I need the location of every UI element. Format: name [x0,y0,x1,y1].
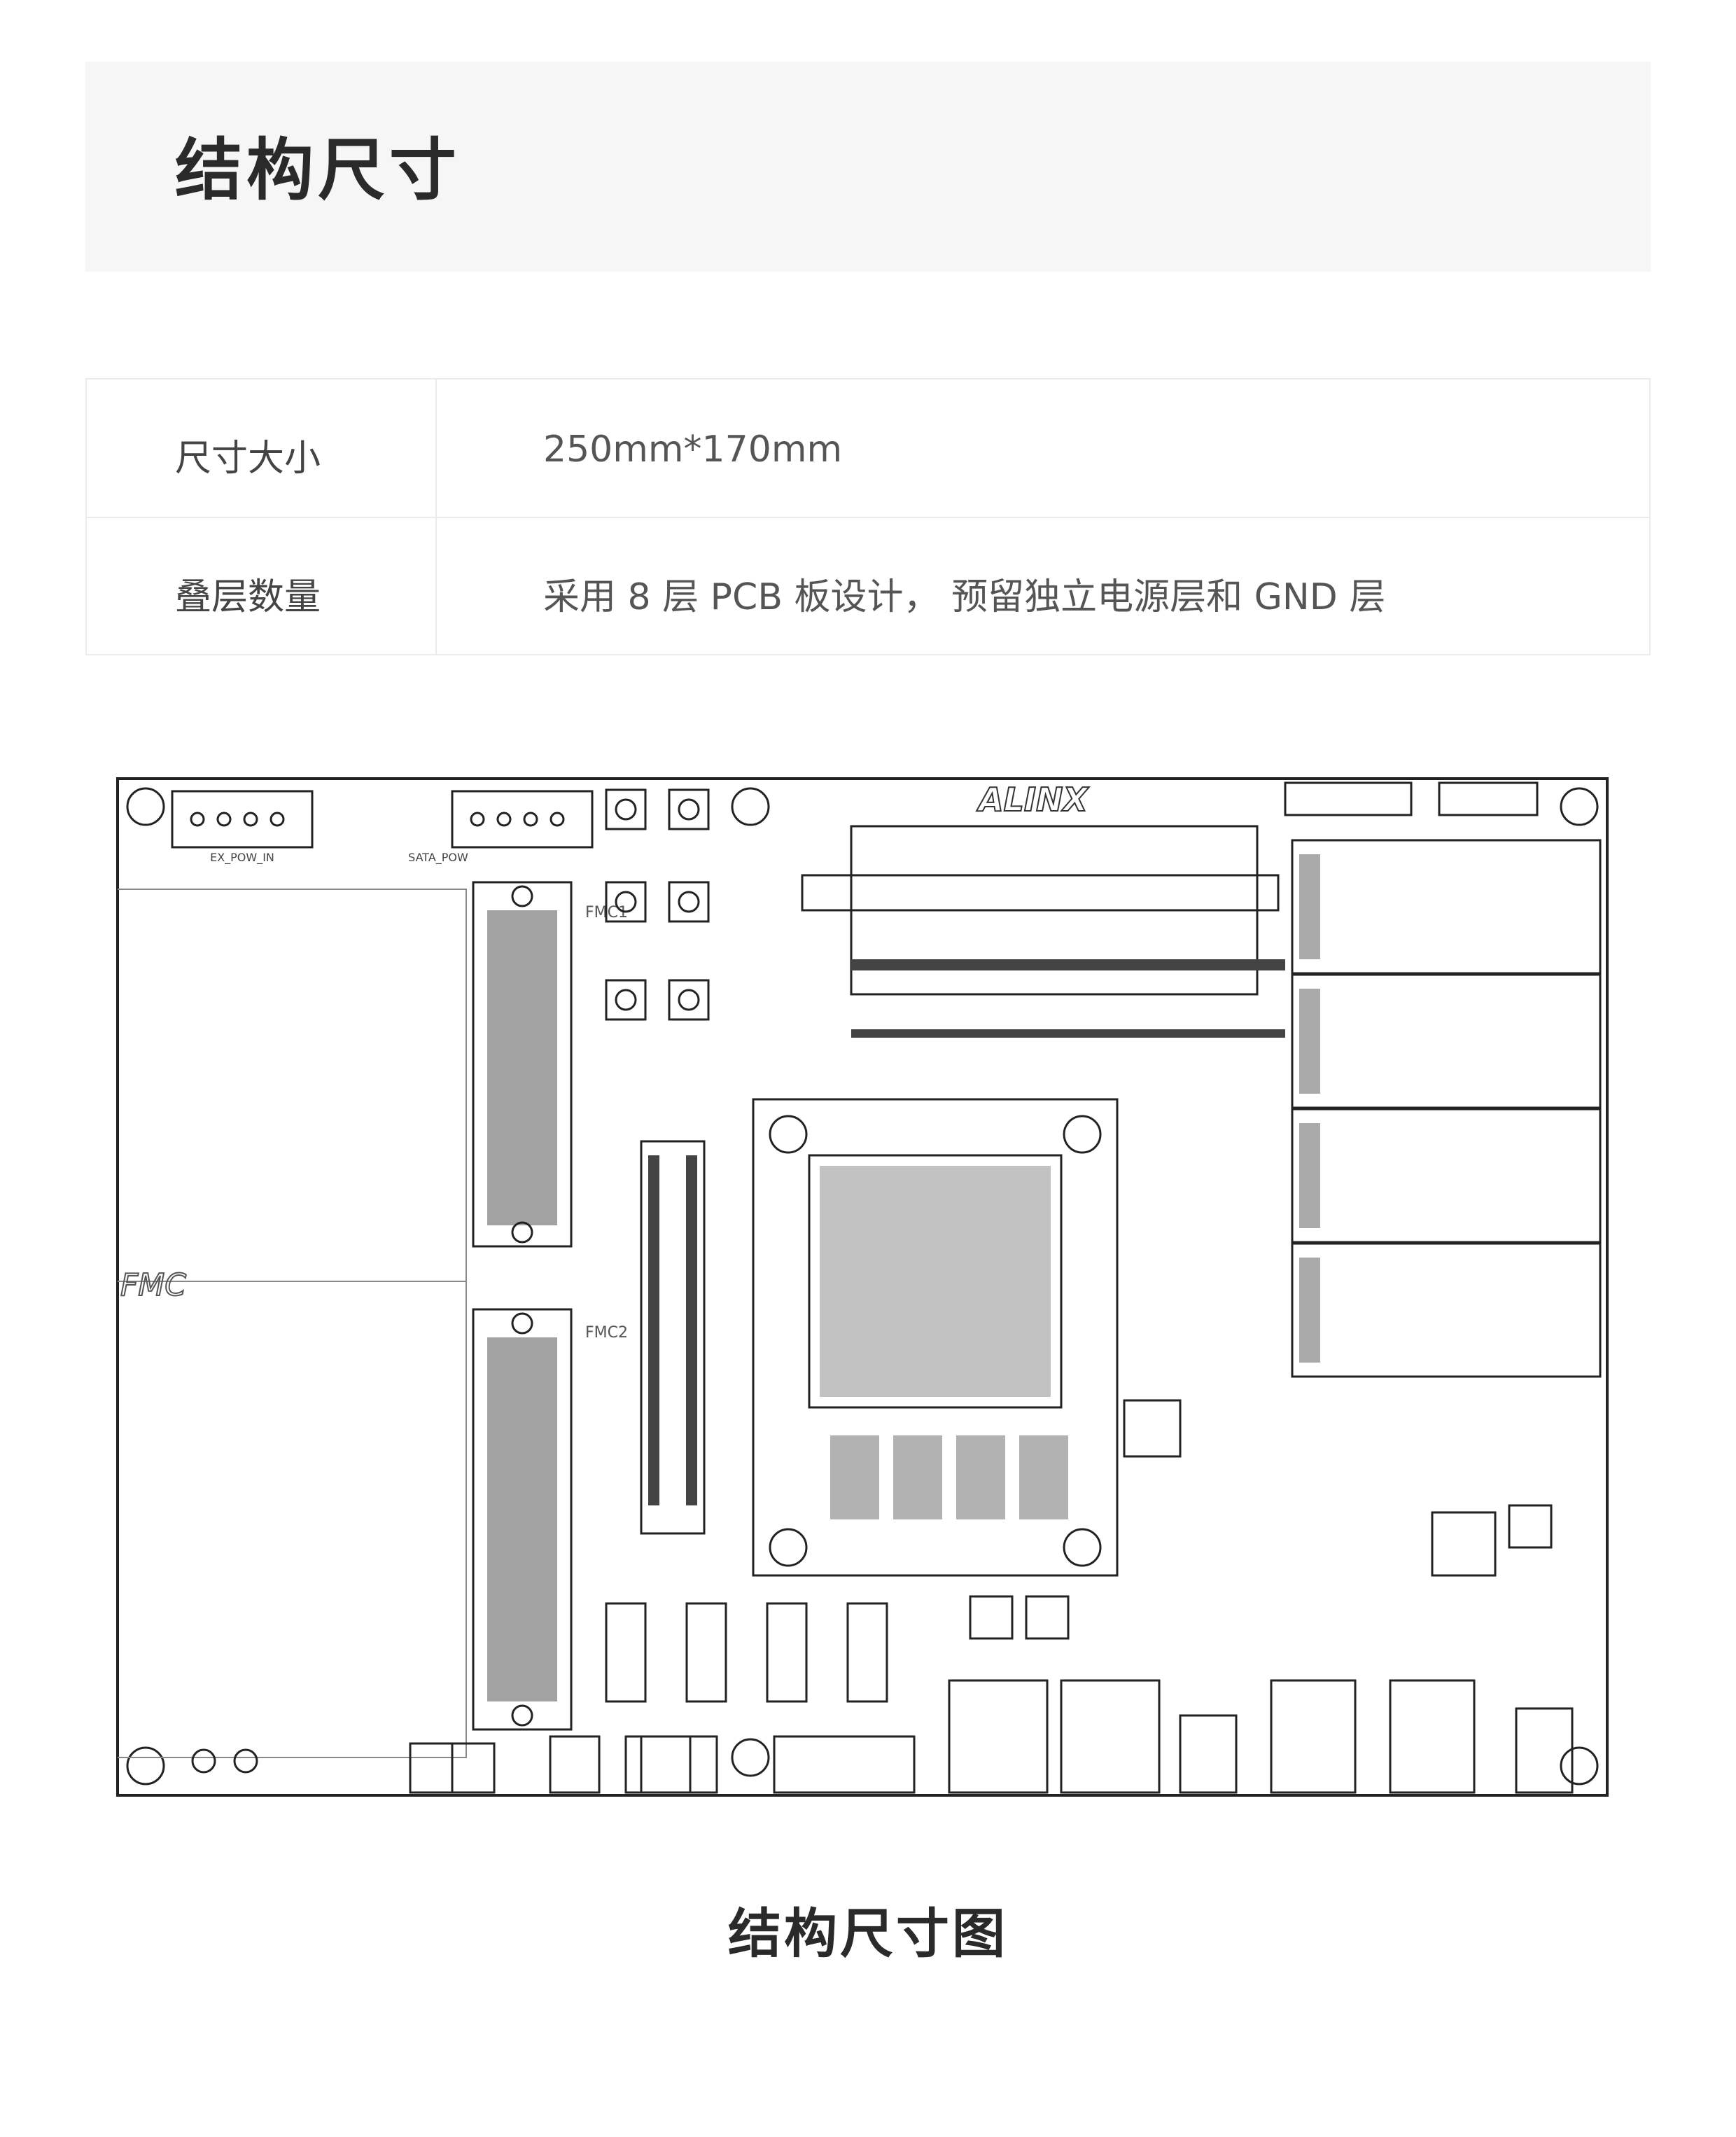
fmc2-label: FMC2 [585,1324,628,1342]
sodimm-slot [801,825,1285,1038]
sata-pow-label: SATA_POW [408,851,468,865]
fmc2-connector: FMC2 [472,1308,628,1731]
fmc1-connector: FMC1 [472,881,628,1248]
spec-label-size: 尺寸大小 [175,438,321,480]
sma-connectors [605,788,710,1021]
page-title: 结构尺寸 [175,131,461,209]
ic-chip [1431,1511,1497,1577]
diagram-caption: 结构尺寸图 [728,1902,1008,1965]
fmc-cutout [118,889,467,1758]
alinx-logo: ALINX [976,781,1090,819]
mounting-hole [731,787,770,826]
ic-chip [1025,1595,1070,1640]
fpga-module [752,1098,1119,1577]
ic-chip [969,1595,1014,1640]
board-outline [116,777,1609,1797]
board-outline-diagram: EX_POW_IN SATA_POW FMC FMC1 FMC2 ALINX [116,777,1609,1797]
spec-value-layers: 采用 8 层 PCB 板设计， 预留独立电源层和 GND 层 [543,576,1386,618]
m2-slot [640,1140,706,1535]
ex-pow-connector: EX_POW_IN [171,790,314,865]
fpc-connector [1438,781,1539,816]
header-band [85,62,1651,272]
spec-value-size: 250mm*170mm [543,429,843,471]
mounting-hole [1560,1746,1599,1786]
ex-pow-label: EX_POW_IN [210,851,274,865]
sfp-cages [1291,839,1602,1378]
fmc-logo: FMC [120,1267,186,1303]
ic-chip [1508,1504,1553,1549]
ic-chip [1123,1399,1182,1458]
bottom-connectors [191,1602,1574,1794]
spec-table: 尺寸大小 250mm*170mm 叠层数量 采用 8 层 PCB 板设计， 预留… [85,378,1651,655]
mounting-hole [1560,787,1599,826]
mounting-hole [126,1746,165,1786]
mounting-hole [731,1738,770,1777]
spec-divider [435,380,437,517]
mounting-hole [126,787,165,826]
fpc-connector [1284,781,1413,816]
sata-pow-connector: SATA_POW [408,790,594,865]
spec-label-layers: 叠层数量 [175,576,321,618]
spec-divider [435,518,437,655]
spec-row-size: 尺寸大小 250mm*170mm [87,380,1649,518]
spec-row-layers: 叠层数量 采用 8 层 PCB 板设计， 预留独立电源层和 GND 层 [87,518,1649,655]
